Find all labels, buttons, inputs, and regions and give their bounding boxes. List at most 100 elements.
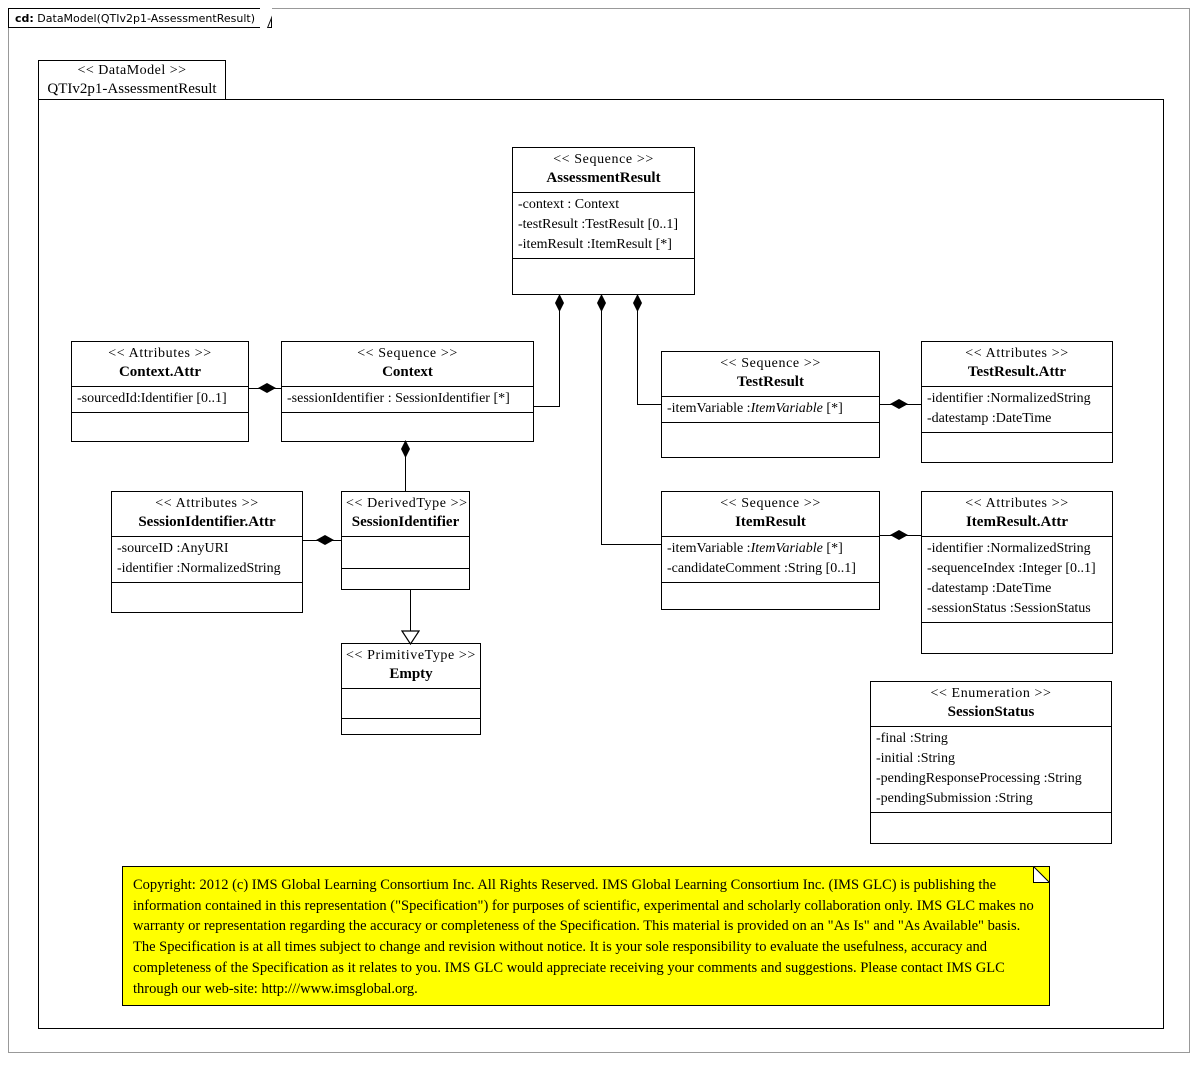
class-header-context: << Sequence >> Context (282, 342, 533, 387)
class-header-assessment-result: << Sequence >> AssessmentResult (513, 148, 694, 193)
class-header-item-result: << Sequence >> ItemResult (662, 492, 879, 537)
class-attributes-empty (342, 689, 480, 719)
attribute-row: -candidateComment :String [0..1] (667, 561, 856, 576)
class-header-test-result: << Sequence >> TestResult (662, 352, 879, 397)
attribute-row: -datestamp :DateTime (927, 581, 1052, 596)
class-stereotype: << Sequence >> (720, 356, 821, 371)
attribute-row: -identifier :NormalizedString (117, 561, 281, 576)
class-name: Context (382, 364, 433, 380)
attribute-row: -final :String (876, 731, 948, 746)
class-attributes-item-result: -itemVariable :ItemVariable [*] -candida… (662, 537, 879, 583)
class-stereotype: << Attributes >> (965, 496, 1069, 511)
class-operations-empty (342, 719, 480, 741)
class-box-session-identifier[interactable]: << DerivedType >> SessionIdentifier (341, 491, 470, 590)
attribute-type: ItemVariable (750, 541, 823, 556)
class-name: TestResult (737, 374, 804, 390)
class-box-assessment-result[interactable]: << Sequence >> AssessmentResult -context… (512, 147, 695, 295)
class-header-item-result-attr: << Attributes >> ItemResult.Attr (922, 492, 1112, 537)
attribute-multiplicity: [*] (822, 541, 843, 556)
copyright-note: Copyright: 2012 (c) IMS Global Learning … (122, 866, 1050, 1006)
class-stereotype: << Sequence >> (720, 496, 821, 511)
attribute-name: -itemVariable : (667, 541, 751, 556)
connector-context-sessionidentifier (405, 440, 406, 495)
package-name: QTIv2p1-AssessmentResult (47, 81, 217, 97)
connector-assessmentresult-testresult-horizontal (637, 404, 662, 405)
package-tab: << DataModel >> QTIv2p1-AssessmentResult (38, 60, 226, 100)
class-box-empty[interactable]: << PrimitiveType >> Empty (341, 643, 481, 735)
composition-diamond-sessionidentifierattr (316, 535, 334, 545)
diagram-frame-keyword: cd: (15, 12, 34, 25)
class-attributes-session-identifier-attr: -sourceID :AnyURI -identifier :Normalize… (112, 537, 302, 583)
class-header-empty: << PrimitiveType >> Empty (342, 644, 480, 689)
package-stereotype: << DataModel >> (77, 63, 187, 78)
connector-assessmentresult-testresult-vertical (637, 294, 638, 405)
composition-diamond-context (555, 294, 564, 312)
class-stereotype: << Attributes >> (108, 346, 212, 361)
class-header-context-attr: << Attributes >> Context.Attr (72, 342, 248, 387)
class-name: ItemResult.Attr (965, 514, 1069, 530)
class-name: AssessmentResult (546, 170, 661, 186)
connector-sessionidentifier-empty (410, 589, 411, 632)
copyright-note-text: Copyright: 2012 (c) IMS Global Learning … (133, 877, 1034, 997)
attribute-row: -sourceID :AnyURI (117, 541, 229, 556)
attribute-row: -initial :String (876, 751, 955, 766)
class-stereotype: << Sequence >> (553, 152, 654, 167)
attribute-row: -datestamp :DateTime (927, 411, 1052, 426)
class-box-item-result[interactable]: << Sequence >> ItemResult -itemVariable … (661, 491, 880, 610)
class-operations-session-status (871, 813, 1111, 835)
class-attributes-session-identifier (342, 537, 469, 569)
class-attributes-test-result: -itemVariable :ItemVariable [*] (662, 397, 879, 423)
composition-diamond-itemresult (597, 294, 606, 312)
class-operations-session-identifier (342, 569, 469, 591)
class-header-session-identifier: << DerivedType >> SessionIdentifier (342, 492, 469, 537)
class-attributes-context-attr: -sourcedId:Identifier [0..1] (72, 387, 248, 413)
class-stereotype: << Sequence >> (357, 346, 458, 361)
diagram-frame-label: cd: DataModel(QTIv2p1-AssessmentResult) (8, 8, 272, 28)
attribute-multiplicity: [*] (822, 401, 843, 416)
attribute-row: -itemVariable :ItemVariable [*] (667, 399, 875, 419)
class-box-context[interactable]: << Sequence >> Context -sessionIdentifie… (281, 341, 534, 442)
class-operations-assessment-result (513, 259, 694, 281)
class-attributes-session-status: -final :String -initial :String -pending… (871, 727, 1111, 813)
class-operations-context (282, 413, 533, 435)
diagram-frame-title: DataModel(QTIv2p1-AssessmentResult) (37, 12, 255, 25)
class-box-session-identifier-attr[interactable]: << Attributes >> SessionIdentifier.Attr … (111, 491, 303, 613)
connector-assessmentresult-itemresult-horizontal (601, 544, 661, 545)
class-operations-item-result-attr (922, 623, 1112, 645)
attribute-name: -itemVariable : (667, 401, 751, 416)
class-operations-test-result (662, 423, 879, 445)
composition-diamond-sessionidentifier (401, 440, 410, 458)
class-stereotype: << PrimitiveType >> (346, 648, 476, 663)
class-operations-context-attr (72, 413, 248, 435)
class-box-item-result-attr[interactable]: << Attributes >> ItemResult.Attr -identi… (921, 491, 1113, 654)
class-attributes-item-result-attr: -identifier :NormalizedString -sequenceI… (922, 537, 1112, 623)
attribute-row: -identifier :NormalizedString (927, 541, 1091, 556)
attribute-row: -sessionIdentifier : SessionIdentifier [… (287, 391, 510, 406)
class-attributes-test-result-attr: -identifier :NormalizedString -datestamp… (922, 387, 1112, 433)
attribute-row: -context : Context (518, 197, 620, 212)
class-name: Empty (389, 666, 433, 682)
connector-assessmentresult-context-horizontal (533, 406, 560, 407)
attribute-row: -identifier :NormalizedString (927, 391, 1091, 406)
class-stereotype: << Attributes >> (155, 496, 259, 511)
composition-diamond-contextattr (258, 383, 276, 393)
class-box-session-status[interactable]: << Enumeration >> SessionStatus -final :… (870, 681, 1112, 844)
attribute-row: -pendingResponseProcessing :String (876, 771, 1082, 786)
class-name: ItemResult (735, 514, 806, 530)
class-operations-test-result-attr (922, 433, 1112, 455)
composition-diamond-testresultattr (890, 399, 908, 409)
class-stereotype: << Enumeration >> (930, 686, 1052, 701)
class-operations-session-identifier-attr (112, 583, 302, 605)
class-box-test-result[interactable]: << Sequence >> TestResult -itemVariable … (661, 351, 880, 458)
class-box-test-result-attr[interactable]: << Attributes >> TestResult.Attr -identi… (921, 341, 1113, 463)
class-name: Context.Attr (118, 364, 202, 380)
class-box-context-attr[interactable]: << Attributes >> Context.Attr -sourcedId… (71, 341, 249, 442)
class-name: SessionIdentifier (351, 514, 460, 530)
composition-diamond-itemresultattr (890, 530, 908, 540)
class-attributes-assessment-result: -context : Context -testResult :TestResu… (513, 193, 694, 259)
class-header-test-result-attr: << Attributes >> TestResult.Attr (922, 342, 1112, 387)
note-fold-line-icon (1033, 866, 1050, 883)
class-stereotype: << Attributes >> (965, 346, 1069, 361)
class-name: SessionIdentifier.Attr (138, 514, 276, 530)
